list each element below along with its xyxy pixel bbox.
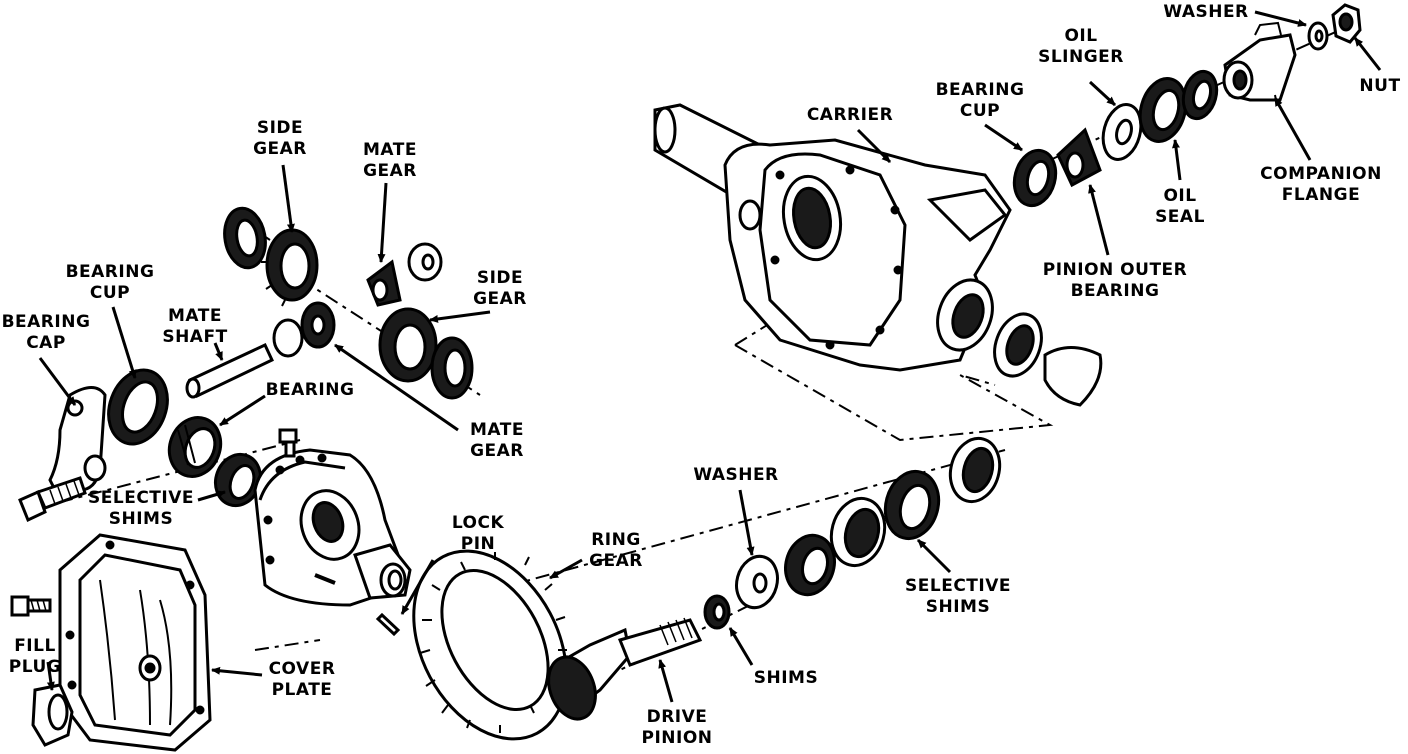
label-bearing-cap: BEARING CAP [1,312,91,353]
selective-shims-right [883,469,941,541]
bearing-left [167,416,223,478]
cap-bolt [18,476,87,523]
differential-case [253,448,412,607]
oil-seal-2 [1181,69,1219,121]
label-selective-shims-right: SELECTIVE SHIMS [905,576,1011,617]
label-washer-top: WASHER [1163,2,1249,22]
washer-top [1307,21,1329,51]
label-drive-pinion: DRIVE PINION [641,707,713,748]
thrust-washer-top-left [223,206,267,270]
label-lock-pin: LOCK PIN [451,513,505,554]
label-oil-slinger: OIL SLINGER [1038,26,1124,67]
label-side-gear-right: SIDE GEAR [473,268,527,309]
bearing-cap [48,386,107,503]
label-ring-gear: RING GEAR [589,530,643,571]
bearing-cup-right [1012,148,1058,208]
label-selective-shims-left: SELECTIVE SHIMS [88,488,194,529]
leader-lines [38,10,1382,703]
side-gear-top [261,228,319,307]
label-mate-shaft: MATE SHAFT [162,306,228,347]
label-bearing-cup-right: BEARING CUP [935,80,1025,121]
washer-mid [735,554,779,610]
mate-gear-bottom [272,301,336,358]
carrier-housing [653,103,1103,407]
small-washer-top [407,242,443,282]
bearing-mid [784,533,836,597]
label-mate-gear-top: MATE GEAR [363,140,417,181]
label-cover-plate: COVER PLATE [268,659,336,700]
cover-bolt [10,595,52,617]
label-side-gear-top: SIDE GEAR [253,118,307,159]
label-companion-flange: COMPANION FLANGE [1260,164,1382,205]
mate-shaft [185,343,274,399]
oil-seal [1138,77,1188,143]
bearing-cup-mid [829,496,887,568]
label-nut: NUT [1359,76,1401,96]
pinion-outer-bearing [1056,127,1102,188]
label-fill-plug: FILL PLUG [8,636,62,677]
ring-gear [412,549,568,741]
lock-pin [375,612,401,637]
label-bearing-cup-left: BEARING CUP [65,262,155,303]
label-washer-mid: WASHER [693,465,779,485]
label-shims: SHIMS [753,668,819,688]
fill-plug [31,683,74,747]
label-mate-gear-bottom: MATE GEAR [470,420,524,461]
label-pinion-outer-bearing: PINION OUTER BEARING [1042,260,1188,301]
bearing-cup-left [107,368,169,446]
label-carrier: CARRIER [806,105,894,125]
cup-right-lower [948,436,1002,504]
label-bearing-left: BEARING [265,380,355,400]
nut [1331,3,1362,44]
case-bolt [278,428,298,458]
oil-slinger [1101,103,1143,161]
shims [703,594,731,630]
cover-plate [58,533,212,752]
mate-gear-top [366,259,402,307]
label-oil-seal: OIL SEAL [1155,186,1205,227]
drive-pinion [547,617,703,721]
side-gear-right [378,307,474,400]
companion-flange [1222,21,1297,106]
